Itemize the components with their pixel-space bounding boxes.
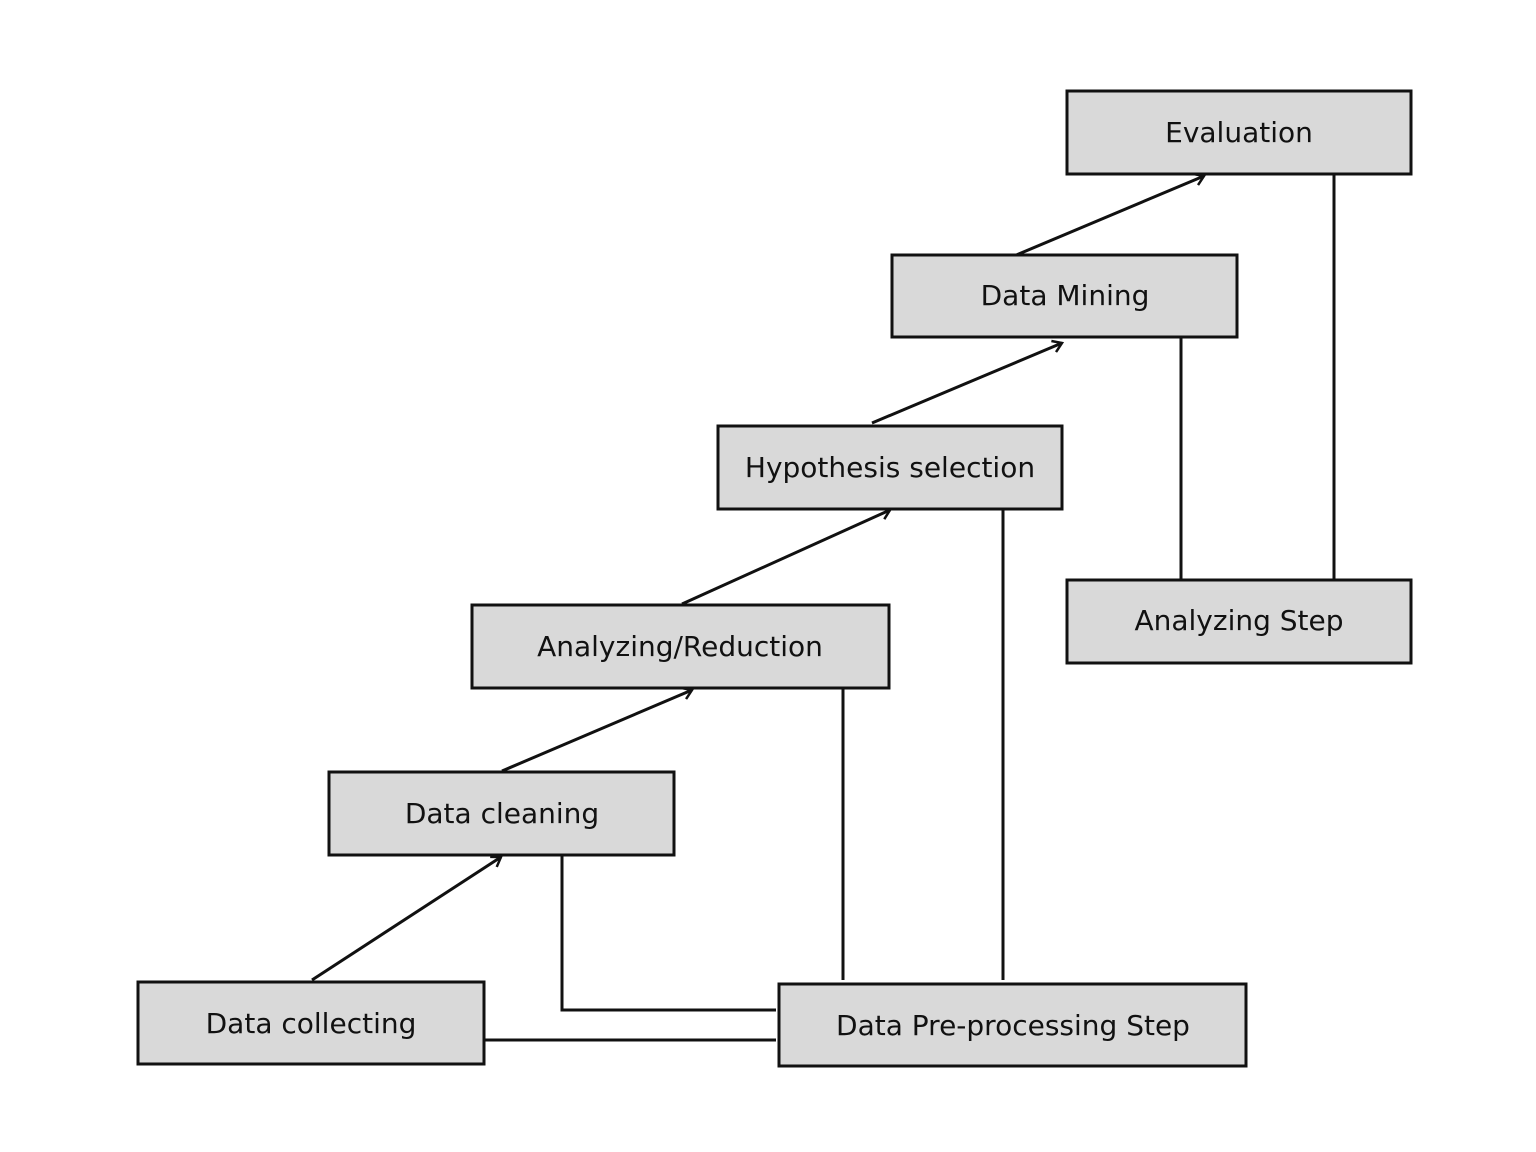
node-label: Data cleaning (405, 797, 599, 830)
node-data-preprocessing-step: Data Pre-processing Step (777, 982, 1248, 1068)
node-label: Data collecting (206, 1007, 417, 1040)
node-label: Hypothesis selection (745, 451, 1035, 484)
node-evaluation: Evaluation (1065, 89, 1413, 176)
node-label: Evaluation (1165, 116, 1313, 149)
connector-clean-to-pre (560, 856, 776, 1012)
arrow-collect-to-clean (311, 857, 501, 982)
node-analyzing-step: Analyzing Step (1065, 578, 1413, 665)
arrow-hypo-to-mining (871, 343, 1062, 425)
node-label: Analyzing/Reduction (537, 630, 823, 663)
arrow-clean-to-reduce (501, 690, 692, 773)
node-label: Data Pre-processing Step (836, 1009, 1190, 1042)
node-data-collecting: Data collecting (136, 980, 486, 1066)
node-hypothesis-selection: Hypothesis selection (716, 424, 1064, 511)
node-data-cleaning: Data cleaning (327, 770, 676, 857)
node-data-mining: Data Mining (890, 253, 1239, 339)
node-label: Analyzing Step (1134, 604, 1343, 637)
arrow-reduce-to-hypo (681, 510, 890, 606)
arrow-mining-to-eval (1013, 176, 1204, 258)
node-label: Data Mining (981, 279, 1150, 312)
node-analyzing-reduction: Analyzing/Reduction (470, 603, 891, 690)
